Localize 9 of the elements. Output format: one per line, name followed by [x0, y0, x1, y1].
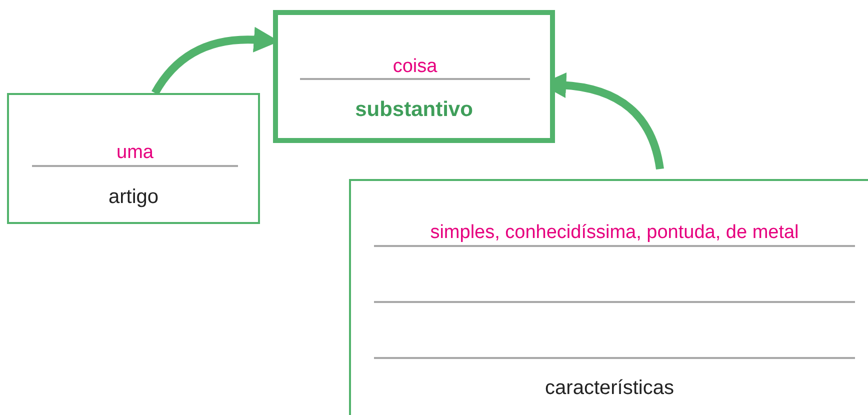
text-box	[7, 93, 260, 224]
text-box	[273, 10, 555, 143]
box-label: características	[545, 377, 674, 399]
answer-text: simples, conhecidíssima, pontuda, de metal	[430, 222, 799, 243]
answer-text: coisa	[392, 56, 438, 77]
box-label: artigo	[108, 186, 159, 208]
text-box	[349, 179, 868, 415]
answer-text: uma	[116, 142, 154, 163]
box-label: substantivo	[355, 98, 473, 121]
